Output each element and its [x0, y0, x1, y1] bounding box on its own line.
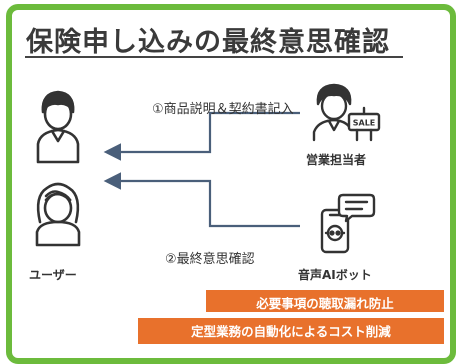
title-underline: [25, 56, 403, 58]
page-title: 保険申し込みの最終意思確認: [26, 27, 390, 58]
arrow-sales-to-user: [103, 111, 300, 161]
benefit-banner: 必要事項の聴取漏れ防止: [206, 290, 444, 312]
woman-icon: [35, 182, 81, 247]
sales-label: 営業担当者: [306, 153, 367, 167]
step1-label: ①商品説明＆契約書記入: [152, 102, 294, 117]
sale-sign-text: SALE: [353, 119, 376, 128]
voice-ai-bot-icon: [320, 193, 376, 254]
benefit-banner: 定型業務の自動化によるコスト削減: [138, 318, 444, 344]
flow-diagram: SALE: [35, 83, 381, 254]
salesperson-icon: [312, 83, 381, 142]
bot-label: 音声AIボット: [298, 268, 372, 282]
step2-label: ②最終意思確認: [165, 252, 255, 267]
arrow-bot-to-user: [103, 172, 300, 228]
man-icon: [36, 90, 80, 164]
user-label: ユーザー: [29, 268, 77, 282]
